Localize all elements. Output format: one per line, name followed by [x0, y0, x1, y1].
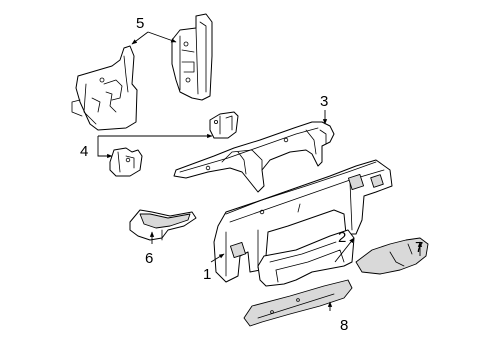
callout-7: 7 [415, 239, 423, 256]
leader-4a [97, 136, 113, 159]
part-2-lower-crossmember [257, 229, 355, 287]
callout-4: 4 [80, 143, 88, 160]
callout-6: 6 [145, 250, 153, 267]
callout-leaders [97, 31, 423, 311]
callout-1: 1 [203, 266, 211, 283]
part-8-splash-shield [243, 279, 353, 327]
callout-3: 3 [320, 93, 328, 110]
leader-1 [210, 253, 225, 263]
part-4-bracket-upper [209, 111, 239, 139]
part-6-gusset [129, 209, 197, 241]
leader-5b [147, 31, 177, 43]
leader-5a [131, 31, 149, 45]
part-3-upper-support [173, 121, 335, 193]
callout-5: 5 [136, 15, 144, 32]
callout-8: 8 [340, 317, 348, 334]
leader-2 [334, 237, 355, 263]
part-4-bracket-lower [109, 147, 143, 177]
part-7-side-shield [355, 237, 429, 275]
part-1-lower-support [213, 159, 393, 283]
part-5-bracket-left [71, 45, 138, 131]
part-5-bracket-right [171, 13, 213, 101]
callout-2: 2 [338, 229, 346, 246]
